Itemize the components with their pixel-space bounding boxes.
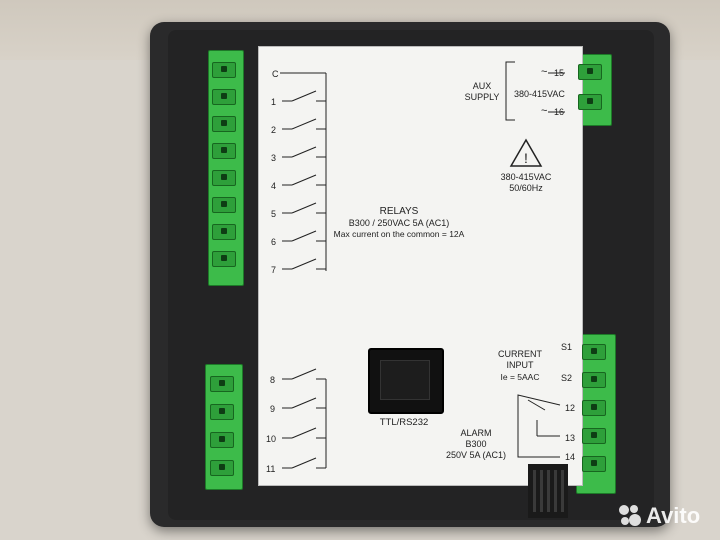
relay-switch-symbol [291,174,317,186]
terminal-pin [582,344,606,360]
relay-channel-label: 8 [270,375,276,385]
terminal-pin [212,197,236,213]
terminal-pin [582,428,606,444]
terminal-pin [582,372,606,388]
current-input-label: INPUT [506,360,534,370]
relay-switch-symbol [291,368,317,380]
terminal-14-label: 14 [565,452,576,462]
relay-switch-symbol [291,258,317,270]
aux-supply-label: AUX [472,81,492,91]
current-input-rating: Ie = 5AAC [500,372,540,382]
relay-channel-label: 1 [271,97,277,107]
relay-switch-symbol [291,118,317,130]
ventilation-slots [528,464,568,518]
relays-spec: B300 / 250VAC 5A (AC1) [348,218,450,228]
terminal-pin [210,404,234,420]
terminal-pin [212,170,236,186]
terminal-pin [212,89,236,105]
aux-supply-voltage: 380-415VAC [514,89,565,99]
avito-watermark: Avito [614,500,714,530]
current-input-label: CURRENT [498,349,542,359]
rs232-socket [380,360,430,400]
terminal-pin [210,460,234,476]
relay-channel-label: 6 [271,237,277,247]
warning-triangle-icon: ! [509,138,543,167]
relay-channel-label: 5 [271,209,277,219]
relay-switch-symbol [291,146,317,158]
relay-switch-symbol [291,457,317,469]
terminal-pin [578,64,602,80]
relay-common-label: C [272,69,279,79]
relay-channel-label: 10 [266,434,277,444]
relays-max-current: Max current on the common = 12A [333,229,465,239]
relay-channel-label: 7 [271,265,277,275]
relay-channel-label: 4 [271,181,277,191]
terminal-pin [212,143,236,159]
alarm-title: ALARM [460,428,492,438]
relay-switch-symbol [291,427,317,439]
avito-text: Avito [646,503,701,528]
relay-channel-label: 11 [266,464,276,474]
rs232-label: TTL/RS232 [379,417,429,428]
terminal-13-label: 13 [565,433,576,443]
terminal-pin [582,456,606,472]
terminal-pin [210,376,234,392]
relay-channel-label: 9 [270,404,276,414]
relay-channel-label: 3 [271,153,277,163]
terminal-pin [212,224,236,240]
relay-switch-symbol [291,90,317,102]
s2-label: S2 [561,373,573,383]
terminal-pin [582,400,606,416]
relay-switch-symbol [291,202,317,214]
terminal-pin [578,94,602,110]
alarm-spec: B300 [465,439,487,449]
warning-voltage: 380-415VAC [500,172,552,182]
terminal-12-label: 12 [565,403,576,413]
alarm-spec: 250V 5A (AC1) [445,450,507,460]
aux-tilde: ~ [541,66,548,78]
terminal-pin [210,432,234,448]
terminal-pin [212,62,236,78]
relay-switch-symbol [291,397,317,409]
relays-title: RELAYS [379,206,419,217]
svg-text:!: ! [524,150,528,166]
rs232-port [368,348,444,414]
terminal-pin [212,116,236,132]
relay-channel-label: 2 [271,125,277,135]
terminal-pin [212,251,236,267]
aux-tilde: ~ [541,105,548,117]
s1-label: S1 [561,342,573,352]
warning-frequency: 50/60Hz [509,183,543,193]
relay-switch-symbol [291,230,317,242]
avito-logo-icon [619,505,641,526]
aux-supply-label: SUPPLY [464,92,500,102]
